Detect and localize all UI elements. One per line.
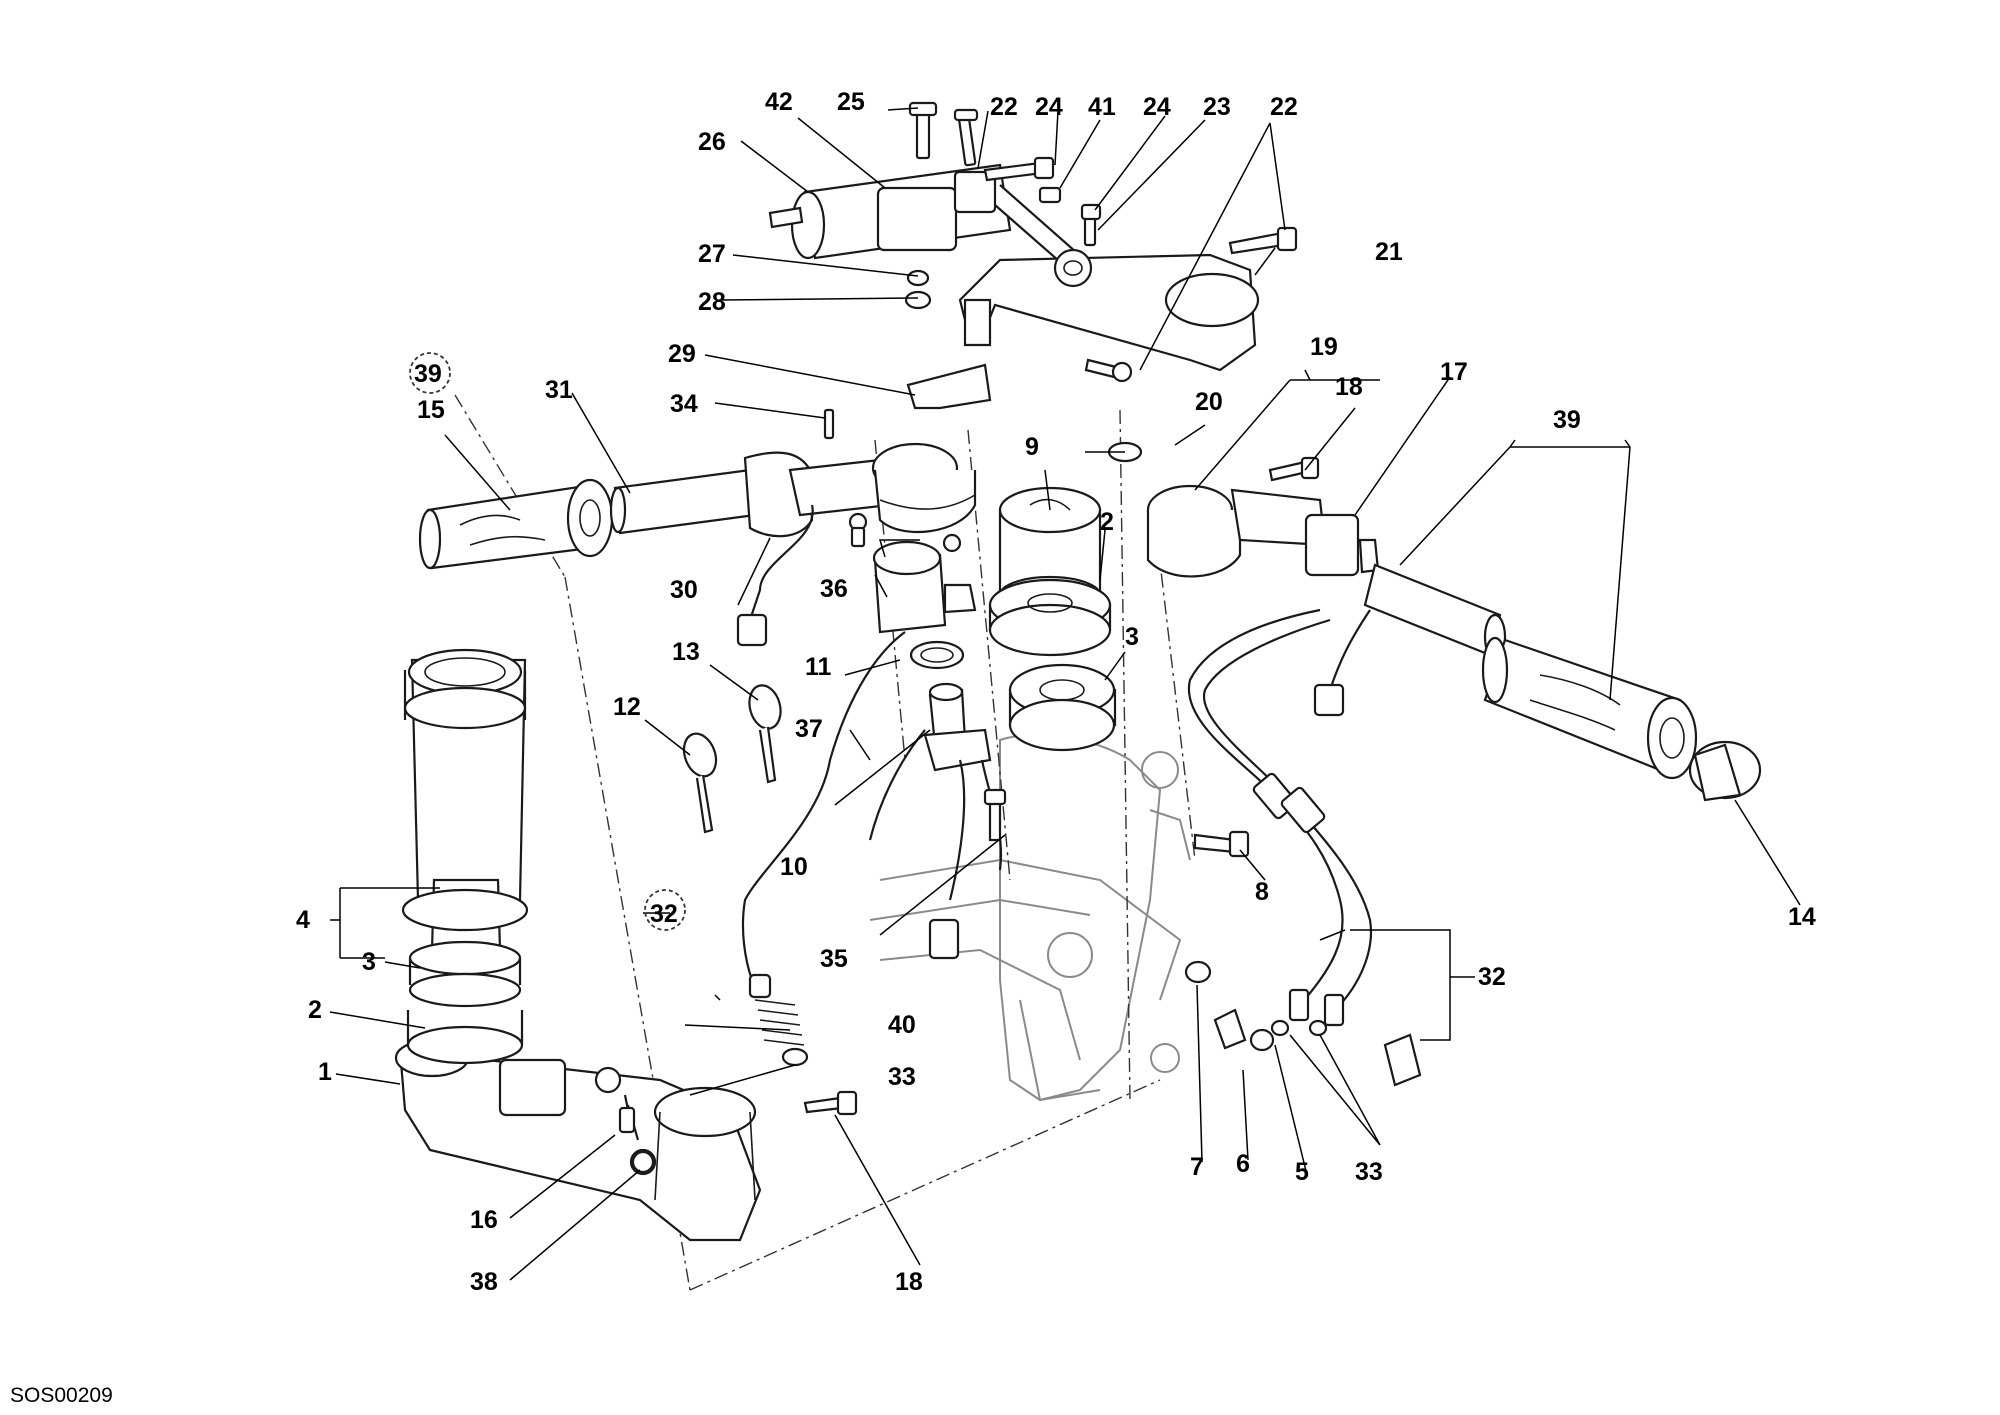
callout-23: 23 — [1203, 93, 1231, 121]
left-grip — [418, 478, 614, 570]
callout-18: 18 — [1335, 373, 1363, 401]
key-12 — [682, 732, 718, 834]
callout-37: 37 — [795, 715, 823, 743]
left-clip-on-bar — [609, 442, 977, 538]
callout-26: 26 — [698, 128, 726, 156]
bolt-18-lower — [803, 1090, 858, 1116]
rubber-bushing-3 — [1008, 663, 1117, 752]
callout-40: 40 — [888, 1011, 916, 1039]
callout-24: 24 — [1143, 93, 1171, 121]
callout-2: 2 — [1100, 508, 1114, 536]
callout-10: 10 — [780, 853, 808, 881]
throttle-tube — [1363, 563, 1507, 661]
ring-callouts — [409, 352, 686, 931]
callout-21: 21 — [1375, 238, 1403, 266]
lower-triple-clamp — [394, 1038, 762, 1242]
callout-6: 6 — [1236, 1150, 1250, 1178]
callout-17: 17 — [1440, 358, 1468, 386]
callout-7: 7 — [1190, 1153, 1204, 1181]
callout-labels: 1 2 2 3 3 4 5 6 7 8 9 10 11 12 13 14 15 … — [296, 88, 1816, 1296]
right-grip — [1481, 636, 1698, 780]
immobilizer-antenna — [923, 682, 992, 772]
small-hardware — [618, 101, 1328, 1174]
callout-35: 35 — [820, 945, 848, 973]
callout-19: 19 — [1310, 333, 1338, 361]
callout-28: 28 — [698, 288, 726, 316]
callout-30: 30 — [670, 576, 698, 604]
callout-39: 39 — [1553, 406, 1581, 434]
callout-18: 18 — [895, 1268, 923, 1296]
callout-12: 12 — [613, 693, 641, 721]
callout-22: 22 — [1270, 93, 1298, 121]
leader-lines — [329, 107, 1801, 1281]
callout-41: 41 — [1088, 93, 1116, 121]
callout-20: 20 — [1195, 388, 1223, 416]
key-13 — [748, 684, 782, 784]
callout-3: 3 — [1125, 623, 1139, 651]
callout-3: 3 — [362, 948, 376, 976]
callout-4: 4 — [296, 906, 310, 934]
callout-38: 38 — [470, 1268, 498, 1296]
callout-9: 9 — [1025, 433, 1039, 461]
callout-24: 24 — [1035, 93, 1063, 121]
rubber-bushing-2 — [988, 578, 1112, 657]
steering-stem — [401, 648, 529, 1065]
callout-22: 22 — [990, 93, 1018, 121]
key-switch-housing — [872, 533, 977, 670]
spring-40 — [748, 973, 805, 1046]
right-clip-on — [1146, 484, 1380, 578]
callout-16: 16 — [470, 1206, 498, 1234]
callout-32: 32 — [1478, 963, 1506, 991]
callout-14: 14 — [1788, 903, 1816, 931]
callout-2: 2 — [308, 996, 322, 1024]
callout-31: 31 — [545, 376, 573, 404]
callout-13: 13 — [672, 638, 700, 666]
callout-34: 34 — [670, 390, 698, 418]
nut-33-left — [781, 1047, 809, 1067]
right-wiring — [1313, 609, 1371, 717]
callout-32: 32 — [650, 900, 678, 928]
callout-42: 42 — [765, 88, 793, 116]
callout-29: 29 — [668, 340, 696, 368]
steering-damper — [768, 163, 1087, 277]
callout-1: 1 — [318, 1058, 332, 1086]
left-wiring — [736, 504, 1003, 981]
upper-triple-clamp — [906, 248, 1260, 410]
frame-outline — [869, 734, 1191, 1102]
callout-36: 36 — [820, 575, 848, 603]
drawing-code: SOS00209 — [10, 1384, 113, 1407]
callout-11: 11 — [805, 653, 832, 681]
callout-8: 8 — [1255, 878, 1269, 906]
bar-end-weight — [1688, 740, 1762, 802]
callout-33: 33 — [1355, 1158, 1383, 1186]
callout-33: 33 — [888, 1063, 916, 1091]
callout-5: 5 — [1295, 1158, 1309, 1186]
callout-25: 25 — [837, 88, 865, 116]
callout-27: 27 — [698, 240, 726, 268]
callout-39: 39 — [414, 360, 442, 388]
callout-15: 15 — [417, 396, 445, 424]
